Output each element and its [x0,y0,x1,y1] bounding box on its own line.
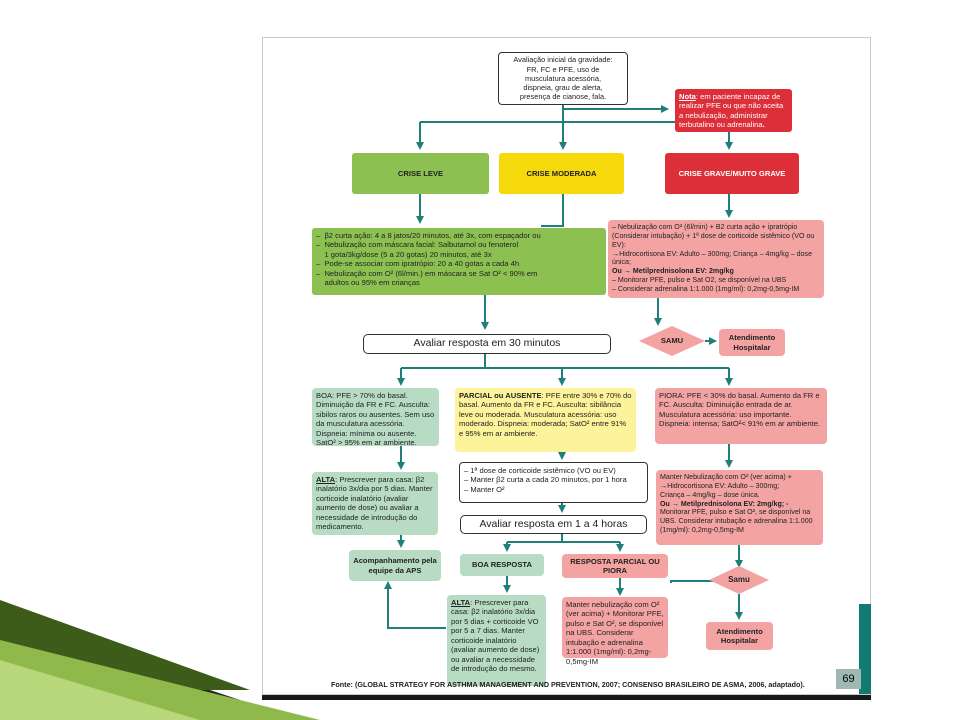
resposta-parcial-box: RESPOSTA PARCIAL OU PIORA [562,554,668,578]
flowchart-page: Avaliação inicial da gravidade: FR, FC e… [262,37,871,695]
samu-2-label: Samu [728,575,750,584]
boa-resposta-box: BOA RESPOSTA [460,554,544,576]
alta-1-box: ALTA: Prescrever para casa: β2 inalatóri… [312,472,438,535]
crise-moderada-box: CRISE MODERADA [499,153,624,194]
atendimento-hospitalar-1-box: Atendimento Hospitalar [719,329,785,356]
parcial-evaluation-box: PARCIAL ou AUSENTE: PFE entre 30% e 70% … [455,388,636,452]
crise-leve-box: CRISE LEVE [352,153,489,194]
alta-2-box: ALTA: Prescrever para casa: β2 inalatóri… [447,595,546,686]
crise-grave-box: CRISE GRAVE/MUITO GRAVE [665,153,799,194]
atendimento-hospitalar-2-box: Atendimento Hospitalar [706,622,773,650]
acompanhamento-box: Acompanhamento pela equipe da APS [349,550,441,581]
note-box: Nota: em paciente incapaz de realizar PF… [675,89,792,132]
grave-treatment-box: – Nebulização com O² (6l/min) + B2 curta… [608,220,824,298]
avaliar-1-4-horas-box: Avaliar resposta em 1 a 4 horas [460,515,647,534]
manter-nebulizacao-box: Manter nebulização com O² (ver acima) + … [562,597,668,666]
leve-treatment-box: – β2 curta ação: 4 a 8 jatos/20 minutos,… [312,228,606,295]
piora-treatment-box: Manter Nebulização com O² (ver acima) + … [656,470,823,545]
samu-diamond [639,326,705,356]
initial-assessment-box: Avaliação inicial da gravidade: FR, FC e… [498,52,628,105]
samu-label: SAMU [660,336,684,346]
source-footnote: Fonte: (GLOBAL STRATEGY FOR ASTHMA MANAG… [331,680,805,689]
page-number-bar [859,604,871,694]
flow-arrows [384,105,769,629]
page-number: 69 [836,669,861,689]
mid-treatment-box: – 1ª dose de corticoide sistêmico (VO ou… [459,462,648,503]
samu-2-diamond [709,566,769,594]
piora-evaluation-box: PIORA: PFE < 30% do basal. Aumento da FR… [655,388,827,444]
boa-evaluation-box: BOA: PFE > 70% do basal. Diminuição da F… [312,388,439,447]
avaliar-30-min-box: Avaliar resposta em 30 minutos [363,334,611,354]
